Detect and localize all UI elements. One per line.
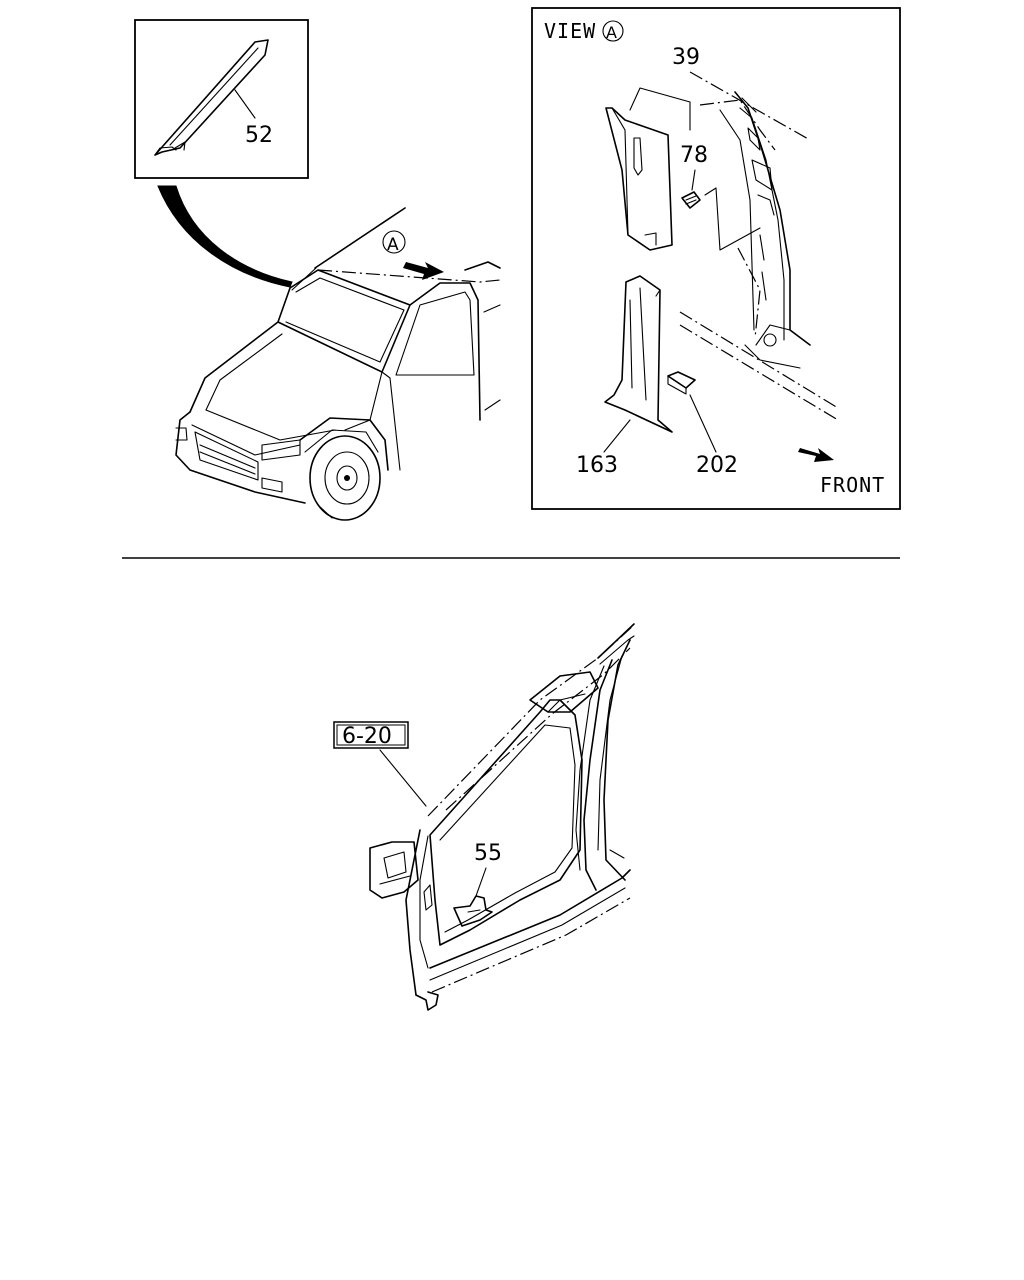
- leader-39: [629, 87, 691, 131]
- view-label-letter: A: [606, 23, 617, 42]
- ref-box-label: 6-20: [342, 724, 392, 749]
- b-pillar-body: [719, 91, 811, 369]
- callout-39: 39: [672, 45, 700, 70]
- part-78-drawing: [681, 191, 701, 209]
- leader-202: [689, 394, 717, 453]
- inset-box-52: 52: [134, 19, 309, 179]
- view-marker-letter: A: [387, 235, 399, 255]
- ref-box-6-20: 6-20: [333, 721, 409, 749]
- front-arrow: [798, 448, 834, 462]
- part-52-drawing: [154, 39, 269, 156]
- leader-6-20: [379, 749, 427, 807]
- leader-78-b: [704, 187, 761, 251]
- part-163-drawing: [604, 275, 673, 433]
- body-side-drawing: [369, 623, 635, 1011]
- callout-78: 78: [680, 143, 708, 168]
- callout-202: 202: [696, 453, 738, 478]
- part-202-drawing: [667, 371, 696, 395]
- callout-163: 163: [576, 453, 618, 478]
- view-label: VIEW: [544, 19, 596, 43]
- leader-52: [234, 89, 256, 119]
- vehicle-drawing: [175, 207, 501, 521]
- view-direction-arrow: [403, 262, 444, 280]
- leader-55: [475, 867, 487, 897]
- view-a-box: VIEW A: [531, 7, 901, 510]
- callout-55: 55: [474, 841, 502, 866]
- part-55-drawing: [453, 895, 493, 927]
- leader-78: [691, 169, 696, 191]
- inset-pointer-arrow: [157, 185, 293, 288]
- view-marker-a: A: [382, 230, 444, 280]
- leader-163: [603, 419, 631, 453]
- front-label: FRONT: [820, 473, 885, 497]
- callout-52: 52: [245, 123, 273, 148]
- part-39-drawing: [605, 107, 673, 251]
